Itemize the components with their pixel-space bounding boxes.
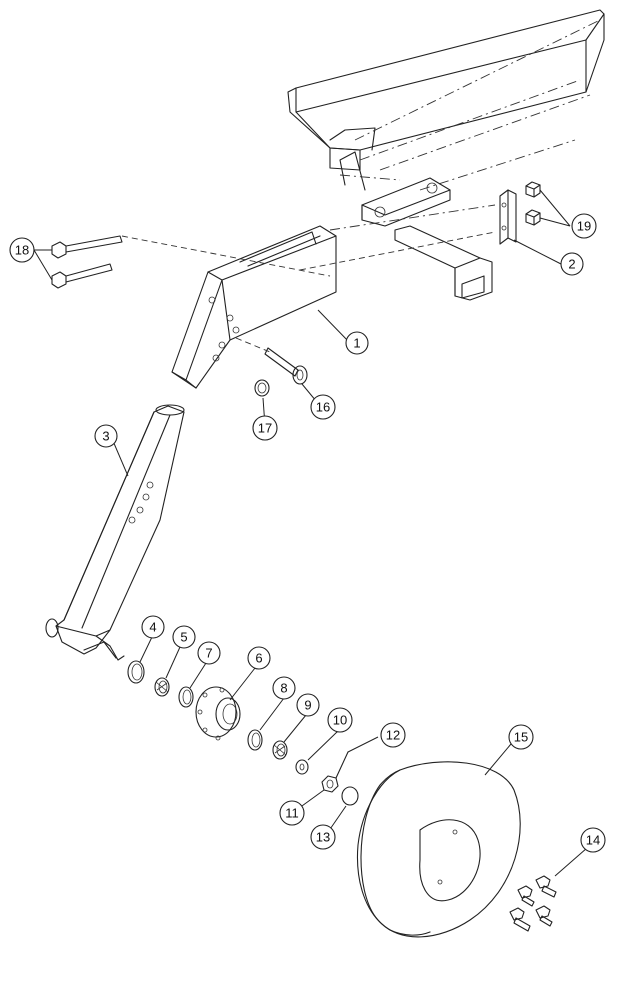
svg-text:9: 9 xyxy=(304,698,311,713)
receiver-mount xyxy=(329,177,496,301)
part-19-nuts xyxy=(525,181,541,226)
svg-text:12: 12 xyxy=(386,728,400,743)
svg-text:19: 19 xyxy=(577,219,591,234)
callout-10: 10 xyxy=(327,707,353,733)
part-10-washer xyxy=(295,759,309,775)
callout-12: 12 xyxy=(380,722,406,748)
callout-3: 3 xyxy=(94,424,118,448)
svg-text:4: 4 xyxy=(149,620,156,635)
svg-text:17: 17 xyxy=(258,421,272,436)
part-6-hub xyxy=(195,686,241,741)
part-5-bearing xyxy=(154,677,170,697)
svg-text:16: 16 xyxy=(316,400,330,415)
part-2-plate xyxy=(499,189,517,245)
callout-16: 16 xyxy=(310,394,336,420)
svg-text:1: 1 xyxy=(353,336,360,351)
part-4-seal xyxy=(127,660,145,684)
callout-19: 19 xyxy=(571,213,597,239)
part-13-cap xyxy=(341,786,359,806)
callout-15: 15 xyxy=(508,724,534,750)
part-8-cup xyxy=(247,729,263,751)
part-7-cup xyxy=(178,686,194,708)
callout-13: 13 xyxy=(310,824,336,850)
callout-17: 17 xyxy=(252,415,278,441)
part-14-bolts xyxy=(509,875,557,932)
callout-14: 14 xyxy=(580,827,606,853)
callout-8: 8 xyxy=(272,676,296,700)
part-12-cotter-pin xyxy=(335,751,349,779)
part-9-bearing xyxy=(272,740,288,760)
part-1-bracket xyxy=(121,225,496,389)
part-16-pin xyxy=(235,337,308,385)
svg-text:6: 6 xyxy=(255,651,262,666)
svg-text:7: 7 xyxy=(205,646,212,661)
callout-6: 6 xyxy=(247,646,271,670)
part-18-bolts xyxy=(51,235,123,289)
svg-text:13: 13 xyxy=(316,830,330,845)
part-11-nut xyxy=(321,775,339,793)
svg-text:18: 18 xyxy=(15,243,29,258)
part-15-wheel xyxy=(356,761,521,938)
callout-2: 2 xyxy=(560,252,584,276)
frame-tube xyxy=(287,9,605,191)
svg-text:11: 11 xyxy=(285,806,299,821)
callout-balloons: 1 2 3 4 5 6 7 8 9 10 11 12 13 14 15 16 1… xyxy=(9,213,606,853)
callout-5: 5 xyxy=(172,625,196,649)
callout-7: 7 xyxy=(197,641,221,665)
svg-text:14: 14 xyxy=(586,833,600,848)
callout-9: 9 xyxy=(296,693,320,717)
leader-lines xyxy=(33,189,588,877)
svg-text:3: 3 xyxy=(102,429,109,444)
callout-11: 11 xyxy=(279,800,305,826)
svg-text:15: 15 xyxy=(514,730,528,745)
svg-text:2: 2 xyxy=(568,257,575,272)
part-17-clip xyxy=(254,379,270,397)
part-3-spindle-arm xyxy=(45,404,185,661)
svg-text:5: 5 xyxy=(180,630,187,645)
svg-text:10: 10 xyxy=(333,713,347,728)
callout-4: 4 xyxy=(141,615,165,639)
callout-18: 18 xyxy=(9,237,35,263)
callout-1: 1 xyxy=(345,331,369,355)
svg-text:8: 8 xyxy=(280,681,287,696)
